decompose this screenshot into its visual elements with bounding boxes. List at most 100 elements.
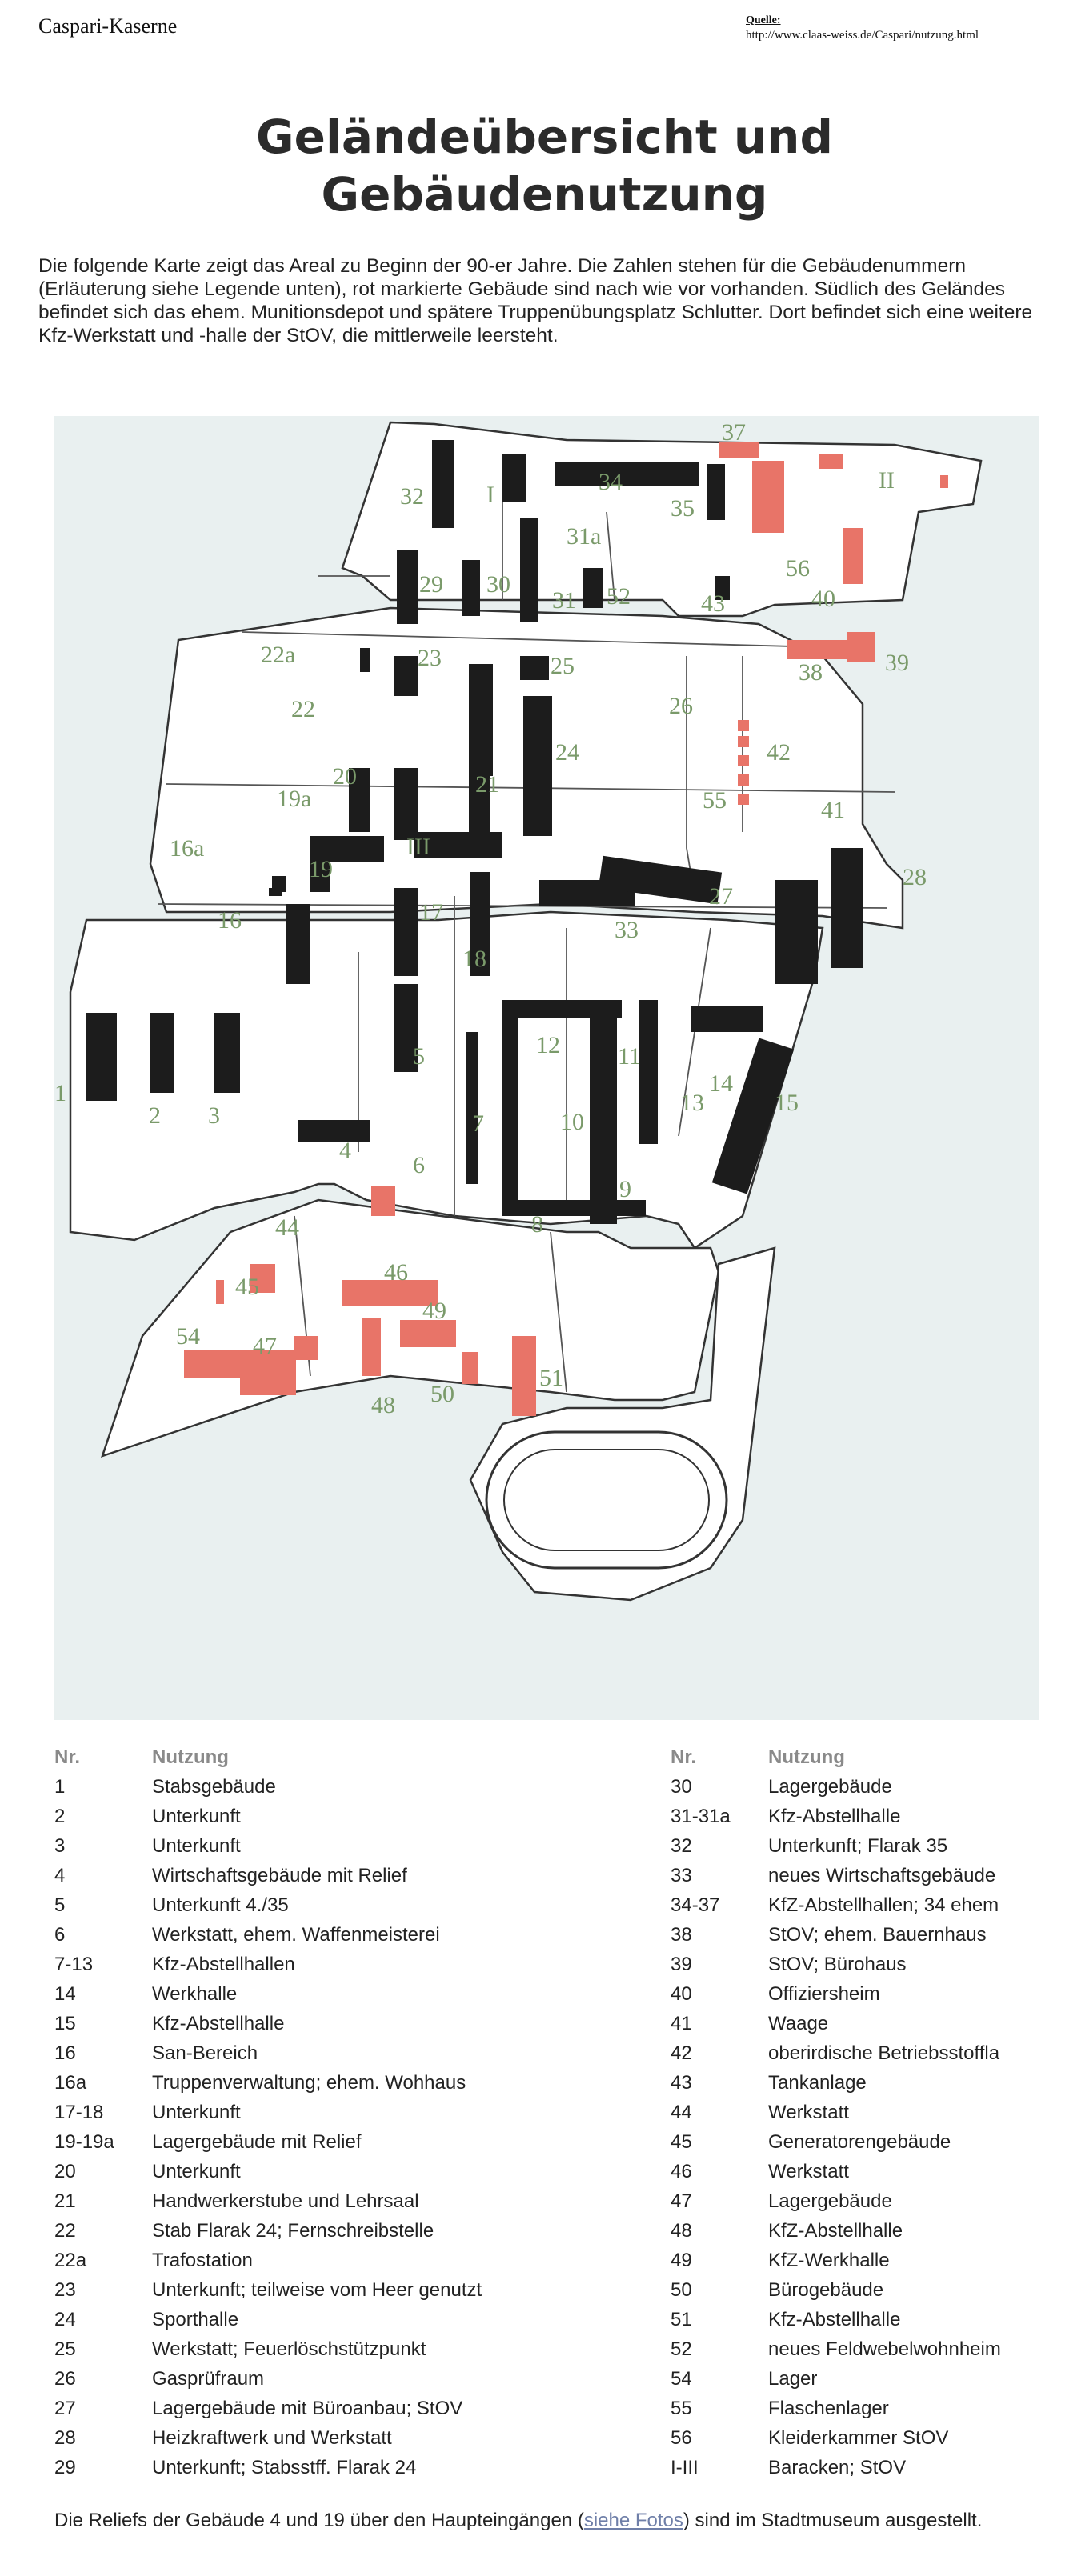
map-label: 21 <box>475 771 499 798</box>
map-label: 29 <box>419 571 443 598</box>
legend-nr: 25 <box>54 2338 76 2360</box>
buildings-demolished <box>86 440 863 1224</box>
legend-nr: 4 <box>54 1865 66 1886</box>
legend-nr: 50 <box>671 2279 692 2301</box>
photos-link[interactable]: siehe Fotos <box>583 2510 683 2531</box>
map-label: 23 <box>418 645 442 671</box>
map-label: 16a <box>170 835 204 862</box>
map-label: 7 <box>472 1110 484 1137</box>
legend-nr: 47 <box>671 2190 692 2212</box>
legend-use: Unterkunft <box>152 2161 241 2182</box>
legend-use: Wirtschaftsgebäude mit Relief <box>152 1865 407 1886</box>
legend-use: Offiziersheim <box>768 1983 880 2005</box>
legend-nr: 29 <box>54 2457 76 2478</box>
map-label: 8 <box>531 1211 543 1238</box>
legend-use: Unterkunft 4./35 <box>152 1894 289 1916</box>
legend-use: Unterkunft <box>152 1806 241 1827</box>
page-title: Geländeübersicht und Gebäudenutzung <box>0 108 1089 223</box>
footer-text-after: ) sind im Stadtmuseum ausgestellt. <box>683 2510 983 2531</box>
map-label: 12 <box>536 1032 560 1058</box>
map-label: 54 <box>176 1323 200 1350</box>
map-label: 24 <box>555 739 579 766</box>
map-label: 18 <box>462 946 486 972</box>
map-label: 27 <box>709 883 733 910</box>
legend-nr: 52 <box>671 2338 692 2360</box>
map-label: 17 <box>419 899 443 926</box>
map-label: 34 <box>599 469 623 495</box>
map-label: 43 <box>701 590 725 617</box>
legend-use: Waage <box>768 2013 829 2034</box>
legend-nr: 16 <box>54 2042 76 2064</box>
map-label: 11 <box>618 1043 641 1070</box>
footer-text-before: Die Reliefs der Gebäude 4 und 19 über de… <box>54 2510 584 2531</box>
map-label: 1 <box>54 1080 66 1106</box>
legend-head-use: Nutzung <box>768 1746 845 1768</box>
map-label: 5 <box>413 1043 425 1070</box>
legend-row: 28 Heizkraftwerk und Werkstatt <box>54 2423 482 2453</box>
map-label: III <box>406 834 430 860</box>
legend-use: Lager <box>768 2368 818 2390</box>
legend-nr: 32 <box>671 1835 692 1857</box>
legend-nr: 38 <box>671 1924 692 1946</box>
legend-nr: 20 <box>54 2161 76 2182</box>
site-map: 37 II 32 I 34 35 31a 56 29 30 31 52 43 4… <box>54 416 1039 1720</box>
legend-nr: 24 <box>54 2309 76 2330</box>
legend-nr: 21 <box>54 2190 76 2212</box>
legend-nr: 42 <box>671 2042 692 2064</box>
legend-use: Werkstatt <box>768 2102 849 2123</box>
map-label: 15 <box>775 1090 799 1116</box>
buildings-preserved <box>184 442 948 1416</box>
map-label: 52 <box>607 583 631 610</box>
legend-nr: 28 <box>54 2427 76 2449</box>
legend-nr: 55 <box>671 2398 692 2419</box>
map-label: 30 <box>486 571 510 598</box>
legend-nr: 5 <box>54 1894 66 1916</box>
legend-nr: 27 <box>54 2398 76 2419</box>
legend-use: Tankanlage <box>768 2072 867 2094</box>
legend-nr: 34-37 <box>671 1894 720 1916</box>
legend-nr: 17-18 <box>54 2102 104 2123</box>
legend-nr: 3 <box>54 1835 66 1857</box>
legend-use: KfZ-Abstellhallen; 34 ehem <box>768 1894 999 1916</box>
legend-nr: 22a <box>54 2250 87 2271</box>
map-label: 4 <box>339 1138 351 1164</box>
map-label: 39 <box>885 650 909 676</box>
map-label: 22a <box>261 642 295 668</box>
map-label: 31 <box>552 587 576 614</box>
map-label: 44 <box>275 1214 299 1241</box>
map-label: II <box>879 467 895 494</box>
map-label: 42 <box>767 739 791 766</box>
map-label: 56 <box>786 555 810 582</box>
footer-note: Die Reliefs der Gebäude 4 und 19 über de… <box>54 2509 1063 2533</box>
legend-use: Trafostation <box>152 2250 253 2271</box>
legend-nr: 46 <box>671 2161 692 2182</box>
legend-use: Heizkraftwerk und Werkstatt <box>152 2427 392 2449</box>
legend-use: Stab Flarak 24; Fernschreibstelle <box>152 2220 434 2242</box>
map-label: 25 <box>551 653 575 679</box>
map-label: 3 <box>208 1102 220 1129</box>
legend-nr: 26 <box>54 2368 76 2390</box>
legend-use: Kfz-Abstellhalle <box>768 1806 901 1827</box>
legend-nr: 39 <box>671 1954 692 1975</box>
legend-use: Gasprüfraum <box>152 2368 265 2390</box>
